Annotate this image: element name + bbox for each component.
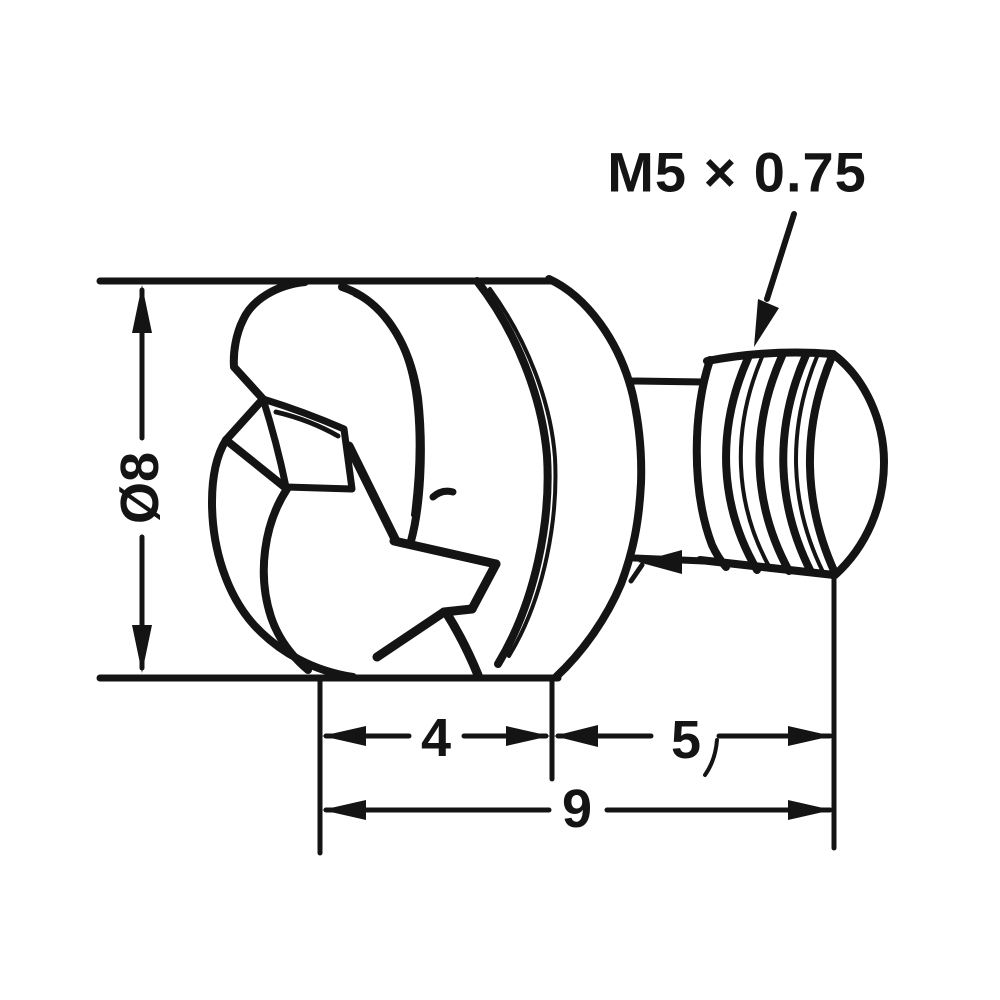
slot-far-wall-diagonal	[344, 441, 401, 546]
face-rim-arc-thin	[353, 293, 420, 517]
head-length-label: 4	[421, 708, 451, 768]
dim-head-length: 4	[322, 708, 550, 768]
slot-near-wall-edge	[222, 436, 291, 493]
screw-head	[96, 275, 646, 682]
screw-neck	[627, 377, 708, 584]
slot-exit-lower-left-wall	[372, 607, 449, 662]
thread-right-cap	[829, 350, 888, 579]
thread-crest-5	[779, 351, 815, 576]
dim4-arrow-right-icon	[506, 726, 550, 746]
dim-diameter: Ø8	[110, 285, 170, 673]
dim9-arrow-right-icon	[788, 800, 832, 820]
leader-line	[764, 211, 797, 302]
thread-crest-3-thin	[738, 355, 773, 572]
screw-thread	[692, 348, 888, 579]
slot-near-wall-curve	[259, 485, 312, 674]
slot-tongue-sliver	[273, 409, 341, 439]
dim5-arrow-left-icon	[554, 725, 598, 747]
thread-crest-2	[722, 354, 761, 574]
dim4-arrow-left-icon	[322, 726, 366, 746]
slot-exit-top-rail	[389, 536, 501, 569]
runout-tail	[628, 562, 645, 584]
overall-length-label: 9	[562, 779, 592, 839]
dim9-arrow-left-icon	[322, 800, 366, 820]
barrel-edge-arc-thick	[473, 277, 552, 668]
dim-thread-length: 5	[554, 710, 833, 777]
thread-crest-1	[692, 356, 730, 571]
dia-arrow-up-icon	[132, 285, 152, 333]
extension-lines	[317, 574, 837, 856]
head-right-profile	[545, 275, 646, 681]
slot-tongue-outline	[259, 395, 356, 493]
face-tick-mark	[429, 487, 457, 501]
thread-spec-label: M5 × 0.75	[607, 141, 867, 204]
dim-overall-length: 9	[322, 779, 833, 839]
barrel-edge-arc-thin	[488, 287, 558, 658]
dim5-stray-stroke	[703, 738, 719, 777]
slot-exit-lower-right-wall	[442, 609, 483, 680]
slot-exit-right-edge	[467, 559, 501, 614]
thread-length-label: 5	[671, 710, 701, 770]
head-diameter-label: Ø8	[110, 452, 170, 524]
thread-spec-callout: M5 × 0.75	[607, 141, 867, 347]
head-face-outline	[208, 278, 357, 681]
screw-slot	[222, 395, 501, 680]
dim5-arrow-right-icon	[788, 726, 832, 746]
leader-arrowhead-icon	[754, 299, 779, 347]
thread-crest-4	[755, 352, 793, 575]
thread-runout-wedge	[638, 550, 682, 574]
dia-arrow-down-icon	[132, 625, 152, 673]
thread-crest-7	[806, 350, 839, 577]
thread-crest-6-thin	[794, 352, 825, 574]
neck-top-edge	[627, 377, 708, 386]
